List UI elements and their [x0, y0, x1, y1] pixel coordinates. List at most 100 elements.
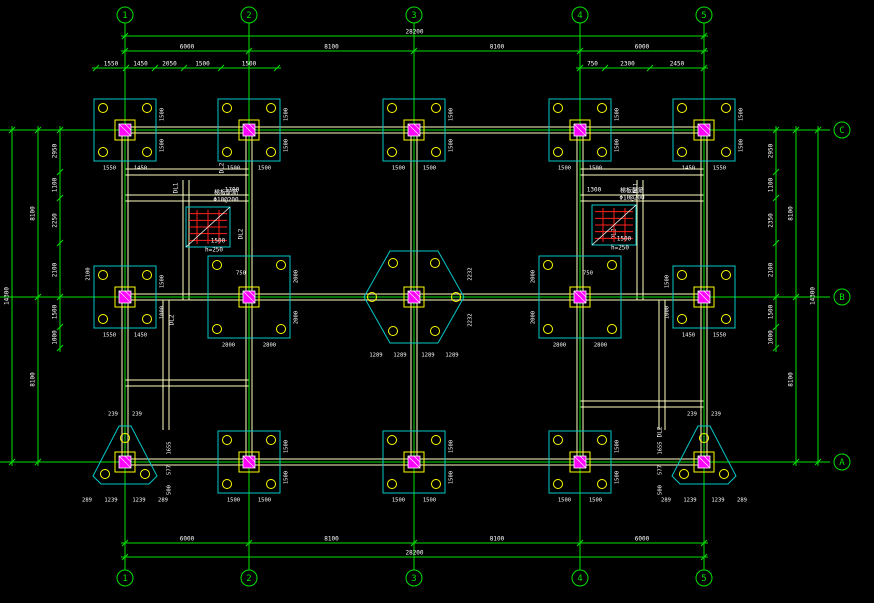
cap-dim-text: 1500	[284, 440, 290, 453]
pile-circle	[553, 147, 563, 157]
dim-top-detail-left-tick	[273, 64, 281, 72]
dim-right-bays-tick	[792, 458, 800, 466]
column-hatch	[579, 455, 587, 463]
cap-dim-text: 1500	[227, 498, 240, 504]
dim-right-small-tick	[772, 126, 780, 134]
pile-cap-outline	[672, 98, 736, 162]
dim-top-detail-left-text: 2050	[162, 61, 177, 68]
pile-circle	[387, 147, 397, 157]
axis-bubble-top-5-label: 5	[701, 11, 706, 21]
pile-cap-outline	[548, 430, 612, 494]
dim-top-spans-tick	[700, 47, 708, 55]
cap-dim-text: 2100	[86, 267, 92, 280]
dim-top-spans-text: 6000	[180, 44, 195, 51]
pile-circle	[607, 324, 617, 334]
cap-dim-text: 2800	[594, 343, 607, 349]
pile-cap-outline	[217, 98, 281, 162]
column-hatch	[407, 455, 421, 469]
dim-left-total-tick	[8, 458, 16, 466]
cap-dim-text: 1550	[713, 333, 726, 339]
axis-bubble-bottom-5: 5	[695, 569, 713, 587]
column-hatch	[579, 123, 587, 131]
column-outline	[238, 119, 260, 141]
pile-circle	[266, 103, 276, 113]
dim-left-total-tick	[8, 126, 16, 134]
stair-width-label: 1700	[225, 187, 240, 194]
pile-circle	[387, 479, 397, 489]
axis-bubble-bottom-4-circle	[571, 569, 589, 587]
axis-bubble-top-1: 1	[116, 6, 134, 24]
axis-bubble-top-3: 3	[405, 6, 423, 24]
pile-cap-outline	[671, 425, 737, 485]
pile-circle	[266, 147, 276, 157]
axis-bubble-bottom-3: 3	[405, 569, 423, 587]
cap-dim-text: 2232	[468, 313, 474, 326]
axis-bubble-top-4: 4	[571, 6, 589, 24]
column-outline	[114, 451, 136, 473]
cap-dim-text: 750	[583, 271, 593, 277]
dim-right-small-text: 2350	[768, 213, 775, 228]
dim-top-detail-right-text: 2450	[670, 61, 685, 68]
dim-left-bays-tick	[34, 458, 42, 466]
cap-dim-text: 1450	[682, 166, 695, 172]
axis-bubble-top-3-label: 3	[411, 11, 416, 21]
cap-dim-text: 1500	[615, 440, 621, 453]
cap-dim-text: 1550	[103, 333, 116, 339]
column-hatch	[118, 455, 132, 469]
cap-dim-text: 1500	[392, 166, 405, 172]
cap-dim-text: 2232	[468, 267, 474, 280]
dim-bottom-spans-tick	[410, 539, 418, 547]
cap-dim-text: 1550	[713, 166, 726, 172]
pile-circle	[142, 270, 152, 280]
column-outline	[238, 286, 260, 308]
axis-bubble-bottom-1: 1	[116, 569, 134, 587]
pile-cap-outline	[363, 250, 465, 344]
dim-top-detail-right-tick	[646, 64, 654, 72]
column-hatch	[248, 123, 256, 131]
dim-top-detail-left-text: 1500	[195, 61, 210, 68]
pile-circle	[431, 147, 441, 157]
cap-dim-text: 1000	[665, 306, 671, 319]
pile-circle	[431, 103, 441, 113]
dim-top-detail-right-tick	[700, 64, 708, 72]
cap-dim-text: 1500	[284, 108, 290, 121]
axis-bubble-top-2-circle	[240, 6, 258, 24]
column-outline	[238, 451, 260, 473]
dim-left-bays-tick	[34, 293, 42, 301]
axis-bubble-right-A: A	[833, 453, 851, 471]
dim-bottom-spans-tick	[245, 539, 253, 547]
cap-dim-text: 1500	[284, 139, 290, 152]
axis-bubble-right-C-circle	[833, 121, 851, 139]
axis-bubble-top-2-label: 2	[246, 11, 251, 21]
pile-circle	[140, 469, 150, 479]
pile-circle	[120, 433, 130, 443]
column-hatch	[118, 123, 132, 137]
dim-top-detail-left-tick	[92, 64, 100, 72]
stair-diagonal	[591, 204, 637, 246]
cap-dim-text: 1239	[711, 498, 724, 504]
axis-bubble-bottom-2-circle	[240, 569, 258, 587]
dim-right-small-tick	[772, 323, 780, 331]
axis-bubble-top-3-circle	[405, 6, 423, 24]
cap-dim-text: 577	[658, 465, 664, 475]
beam-label: DL2	[219, 162, 226, 173]
axis-bubble-bottom-2-label: 2	[246, 574, 251, 584]
dim-left-small-text: 1500	[52, 304, 59, 319]
dim-top-detail-left-tick	[180, 64, 188, 72]
pile-circle	[451, 292, 461, 302]
stair-diagonal	[185, 206, 231, 248]
axis-bubble-right-B-circle	[833, 288, 851, 306]
column-hatch	[413, 123, 421, 131]
cap-dim-text: 1500	[423, 498, 436, 504]
stair-thickness: h=250	[611, 245, 629, 252]
cap-dim-text: 1500	[258, 166, 271, 172]
pile-circle	[266, 435, 276, 445]
dim-left-small-tick	[56, 194, 64, 202]
beam-label: DL1	[633, 182, 640, 193]
dim-bottom-spans-tick	[576, 539, 584, 547]
axis-bubble-top-5-circle	[695, 6, 713, 24]
